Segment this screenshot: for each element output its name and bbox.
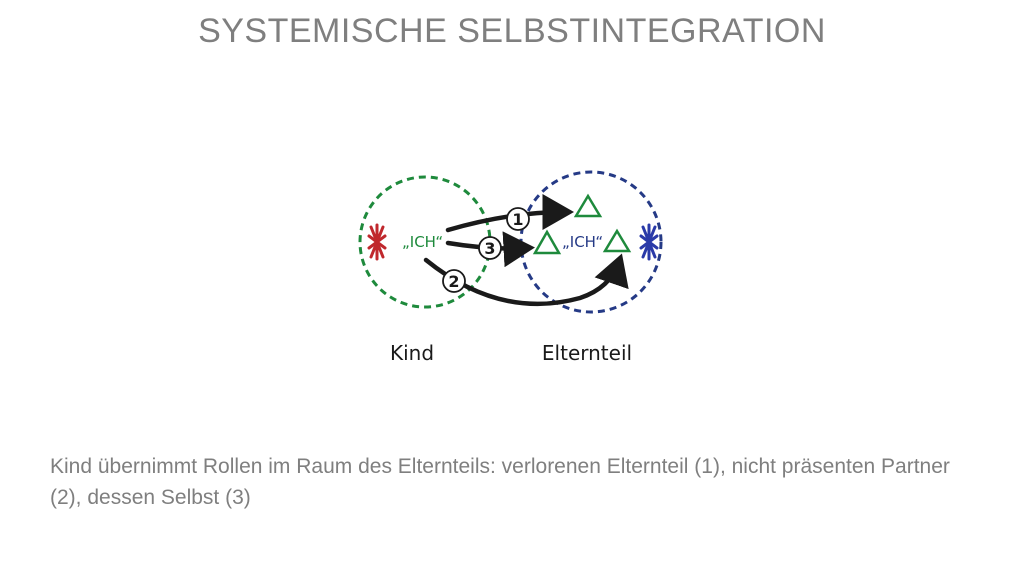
badge-1: 1 <box>506 207 530 231</box>
triangle-icon-top <box>573 193 603 218</box>
label-kind: Kind <box>390 341 434 365</box>
ich-label-elternteil: „ICH“ <box>562 233 603 251</box>
svg-text:3: 3 <box>484 239 495 258</box>
svg-text:2: 2 <box>448 272 459 291</box>
label-elternteil: Elternteil <box>542 341 632 365</box>
caption-text: Kind übernimmt Rollen im Raum des Eltern… <box>50 455 950 509</box>
ich-label-kind: „ICH“ <box>402 233 443 251</box>
triangle-icon-right <box>602 228 632 253</box>
elternteil-star-icon <box>639 223 659 261</box>
role-diagram-svg: „ICH“ „ICH“ 1 3 2 Kind Elternteil <box>358 170 663 365</box>
svg-text:1: 1 <box>512 210 523 229</box>
badge-3: 3 <box>478 236 502 260</box>
kind-star-icon <box>367 223 387 261</box>
triangle-icon-mid <box>532 229 562 255</box>
page-title: SYSTEMISCHE SELBSTINTEGRATION <box>198 12 826 50</box>
role-diagram: „ICH“ „ICH“ 1 3 2 Kind Elternteil <box>340 150 690 375</box>
badge-2: 2 <box>442 269 466 293</box>
